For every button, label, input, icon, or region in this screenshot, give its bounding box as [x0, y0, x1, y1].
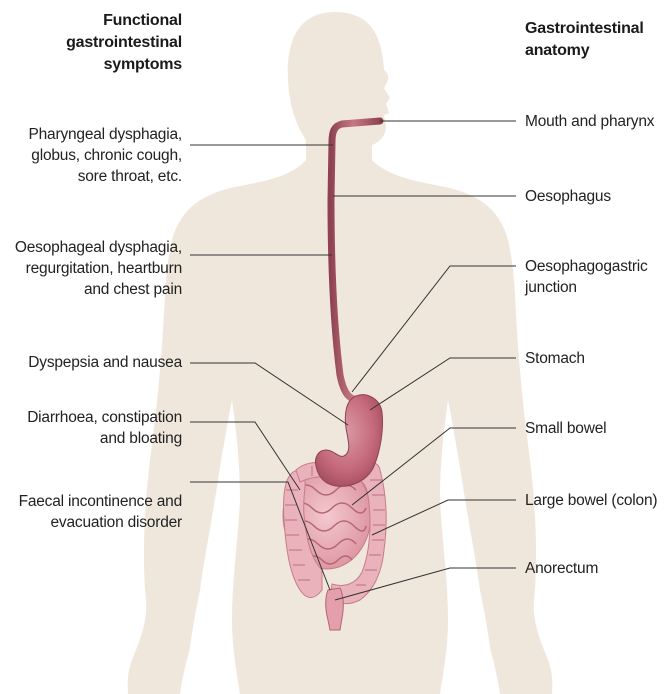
anatomy-label-mouth: Mouth and pharynx: [525, 111, 654, 132]
anatomy-label-ogj: Oesophagogastric junction: [525, 256, 648, 298]
anorectum-shape: [326, 588, 344, 630]
symptom-label-pharyngeal: Pharyngeal dysphagia, globus, chronic co…: [29, 124, 183, 187]
symptoms-heading: Functional gastrointestinal symptoms: [66, 10, 182, 76]
anatomy-label-stomach: Stomach: [525, 348, 585, 369]
anatomy-label-small-bowel: Small bowel: [525, 418, 606, 439]
symptom-label-oesophageal: Oesophageal dysphagia, regurgitation, he…: [15, 237, 182, 300]
symptom-label-faecal: Faecal incontinence and evacuation disor…: [19, 491, 182, 533]
symptom-label-dyspepsia: Dyspepsia and nausea: [28, 352, 182, 373]
anatomy-label-oesophagus: Oesophagus: [525, 186, 611, 207]
symptom-label-diarrhoea: Diarrhoea, constipation and bloating: [27, 407, 182, 449]
anatomy-heading: Gastrointestinal anatomy: [525, 18, 644, 62]
anatomy-label-anorectum: Anorectum: [525, 558, 598, 579]
anatomy-label-large-bowel: Large bowel (colon): [525, 490, 657, 511]
